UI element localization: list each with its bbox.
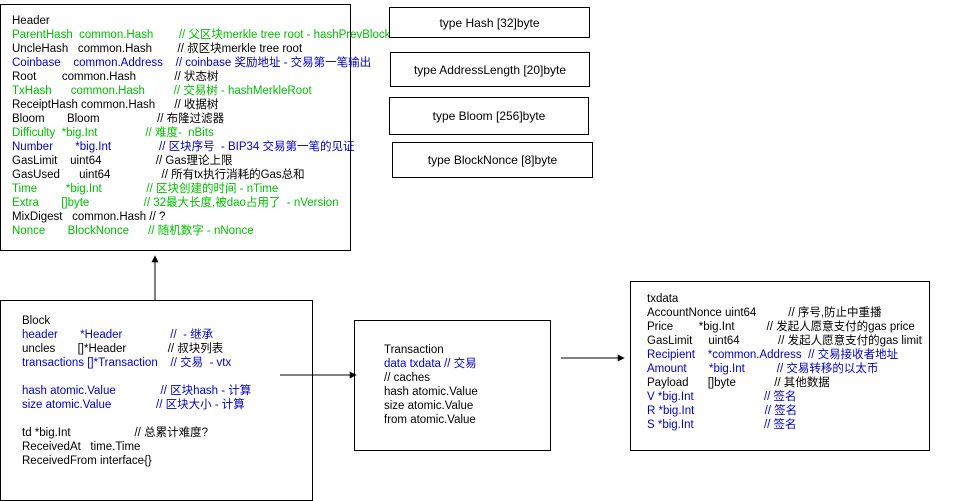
header-field-line: Nonce BlockNonce // 随机数字 - nNonce <box>12 225 254 237</box>
type-bloom-label: type Bloom [256]byte <box>432 109 546 123</box>
header-field-line: Extra []byte // 32最大长度,被dao占用了 - nVersio… <box>12 197 339 209</box>
transaction-field-line: from atomic.Value <box>384 414 476 426</box>
block-field-line: Block <box>22 315 51 327</box>
header-field-line: Difficulty *big.Int // 难度- nBits <box>12 127 214 139</box>
block-field-line: transactions []*Transaction // 交易 - vtx <box>22 357 232 369</box>
header-field-line: Coinbase common.Address // coinbase 奖励地址… <box>12 57 372 69</box>
header-field-line: TxHash common.Hash // 交易树 - hashMerkleRo… <box>12 85 312 97</box>
header-field-line: MixDigest common.Hash // ? <box>12 211 166 223</box>
transaction-field-line: size atomic.Value <box>384 400 474 412</box>
type-address-length-box: type AddressLength [20]byte <box>390 52 590 87</box>
txdata-field-line: Price *big.Int // 发起人愿意支付的gas price <box>647 321 915 333</box>
block-field-line: ReceivedFrom interface{} <box>22 455 152 467</box>
header-field-line: ParentHash common.Hash // 父区块merkle tree… <box>12 29 391 41</box>
header-field-line: UncleHash common.Hash // 叔区块merkle tree … <box>12 43 303 55</box>
header-field-line: Bloom Bloom // 布隆过滤器 <box>12 113 225 125</box>
txdata-field-line: AccountNonce uint64 // 序号,防止中重播 <box>647 307 882 319</box>
header-field-line: Number *big.Int // 区块序号 - BIP34 交易第一笔的见证 <box>12 141 355 153</box>
txdata-field-line: S *big.Int // 签名 <box>647 419 797 431</box>
type-hash-box: type Hash [32]byte <box>389 7 590 38</box>
block-field-line: td *big.Int // 总累计难度? <box>22 427 208 439</box>
transaction-field-line: hash atomic.Value <box>384 386 478 398</box>
type-address-length-label: type AddressLength [20]byte <box>413 62 567 77</box>
block-field-line: size atomic.Value // 区块大小 - 计算 <box>22 399 245 411</box>
block-field-line: uncles []*Header // 叔块列表 <box>22 343 224 355</box>
transaction-field-line: // caches <box>384 372 431 384</box>
header-field-line: ReceiptHash common.Hash // 收据树 <box>12 99 219 111</box>
header-field-line: GasLimit uint64 // Gas理论上限 <box>12 155 233 167</box>
header-field-line: Time *big.Int // 区块创建的时间 - nTime <box>12 183 279 195</box>
header-field-line: Root common.Hash // 状态树 <box>12 71 219 83</box>
transaction-struct-fields: Transaction data txdata // 交易 // caches has… <box>384 343 478 427</box>
txdata-field-line: Recipient *common.Address // 交易接收者地址 <box>647 349 899 361</box>
transaction-field-line: Transaction <box>384 344 444 356</box>
transaction-struct-box: Transaction data txdata // 交易 // caches has… <box>354 320 551 451</box>
block-struct-box: Block header *Header // - 继承 uncles []*Hea… <box>0 300 313 501</box>
type-block-nonce-box: type BlockNonce [8]byte <box>392 142 593 178</box>
txdata-field-line: R *big.Int // 签名 <box>647 405 798 417</box>
type-bloom-box: type Bloom [256]byte <box>389 97 589 135</box>
header-field-line: Header <box>12 15 50 27</box>
block-field-line: header *Header // - 继承 <box>22 329 214 341</box>
transaction-field-line: data txdata // 交易 <box>384 358 477 370</box>
block-field-line: ReceivedAt time.Time <box>22 441 141 453</box>
type-block-nonce-label: type BlockNonce [8]byte <box>427 153 558 167</box>
type-hash-label: type Hash [32]byte <box>439 15 540 30</box>
txdata-field-line: V *big.Int // 签名 <box>647 391 797 403</box>
txdata-field-line: Payload []byte // 其他数据 <box>647 377 830 389</box>
header-field-line: GasUsed uint64 // 所有tx执行消耗的Gas总和 <box>12 169 305 181</box>
txdata-field-line: GasLimit uint64 // 发起人愿意支付的gas limit <box>647 335 922 347</box>
block-struct-fields: Block header *Header // - 继承 uncles []*Hea… <box>22 314 251 468</box>
txdata-field-line: txdata <box>647 293 679 305</box>
txdata-field-line: Amount *big.Int // 交易转移的以太币 <box>647 363 879 375</box>
block-field-line: hash atomic.Value // 区块hash - 计算 <box>22 385 252 397</box>
